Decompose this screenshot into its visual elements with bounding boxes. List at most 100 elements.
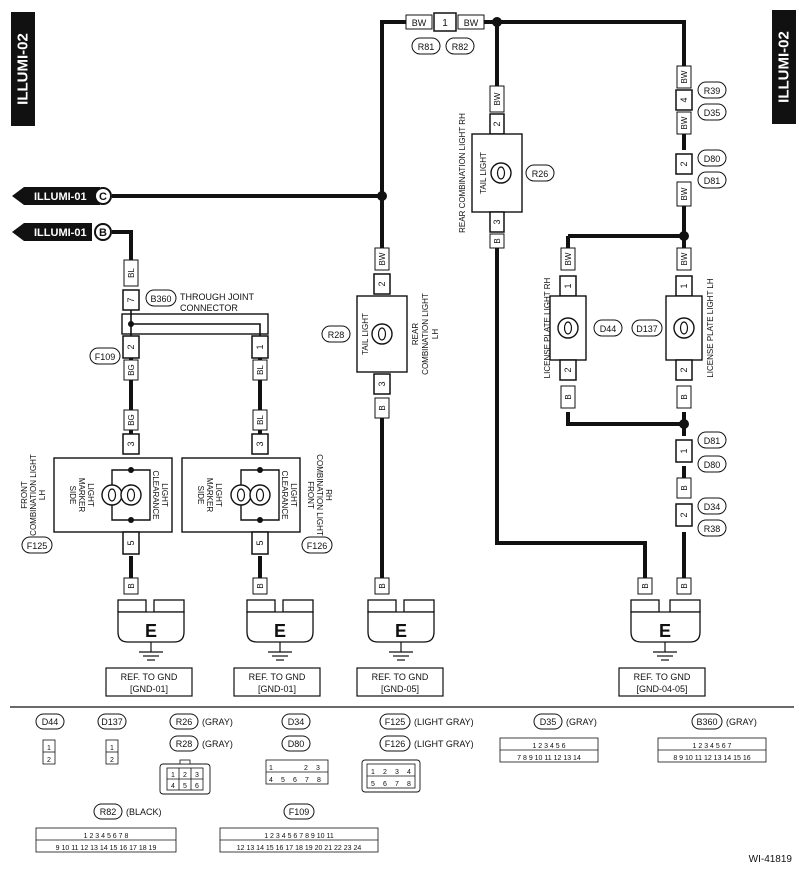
svg-text:2: 2 (110, 757, 114, 764)
d137-label: D137 (636, 324, 658, 334)
page-tag-left: ILLUMI-02 (11, 12, 35, 126)
svg-text:2: 2 (679, 367, 689, 372)
svg-text:REF. TO GND: REF. TO GND (372, 672, 429, 682)
svg-text:LH: LH (431, 329, 440, 339)
f109-label: F109 (95, 352, 116, 362)
ref-gnd-2[interactable]: REF. TO GND [GND-01] (233, 667, 321, 697)
legend-r26-r28: R26 (GRAY) R28 (GRAY) 1 2 3 4 5 6 (159, 713, 233, 795)
svg-text:4: 4 (407, 769, 411, 776)
page-tag-right: ILLUMI-02 (772, 10, 796, 124)
legend-f125-f126: F125 (LIGHT GRAY) F126 (LIGHT GRAY) 1 2 … (361, 713, 474, 793)
svg-text:BW: BW (378, 252, 387, 265)
svg-text:R26: R26 (176, 717, 193, 727)
wire-b-feed (112, 230, 133, 260)
svg-text:B: B (680, 394, 689, 399)
d34-label: D34 (704, 502, 721, 512)
svg-text:FRONT: FRONT (306, 481, 315, 509)
svg-text:BL: BL (256, 365, 265, 375)
svg-text:4: 4 (171, 783, 175, 790)
svg-text:7 8 9 10 11 12 13 14: 7 8 9 10 11 12 13 14 (517, 755, 581, 762)
svg-text:COMBINATION LIGHT: COMBINATION LIGHT (29, 454, 38, 536)
svg-text:1: 1 (269, 765, 273, 772)
r81-label: R81 (418, 42, 435, 52)
legend-d34-d80: D34 D80 1 2 3 4 5 6 7 8 (265, 713, 329, 785)
svg-text:1: 1 (679, 283, 689, 288)
connector-r81-r82[interactable]: BW 1 BW R81 R82 (405, 12, 485, 55)
rear-combination-light-rh[interactable]: BW 2 TAIL LIGHT 3 B REAR COMBINATION LIG… (458, 85, 555, 249)
r38-label: R38 (704, 524, 721, 534)
junction-dots (377, 17, 689, 429)
svg-text:1: 1 (171, 772, 175, 779)
f126-label: F126 (307, 541, 328, 551)
svg-text:[GND-01]: [GND-01] (130, 684, 168, 694)
d44-label: D44 (600, 324, 617, 334)
ref-gnd-3[interactable]: REF. TO GND [GND-05] (356, 667, 444, 697)
svg-text:MARKER: MARKER (77, 478, 86, 512)
legend: D44 1 2 D137 1 2 R26 (GRAY) R28 (GRAY (35, 713, 767, 853)
ground-terminal-2[interactable]: E (246, 599, 314, 661)
legend-b360: B360 (GRAY) 1 2 3 4 5 6 7 8 9 10 11 12 1… (657, 713, 767, 763)
svg-text:BW: BW (564, 252, 573, 265)
svg-text:(GRAY): (GRAY) (202, 717, 233, 727)
svg-text:B: B (680, 583, 689, 588)
ref-gnd-4[interactable]: REF. TO GND [GND-04-05] (618, 667, 706, 697)
svg-text:CLEARANCE: CLEARANCE (280, 471, 289, 520)
svg-text:BL: BL (256, 415, 265, 425)
svg-text:BW: BW (680, 70, 689, 83)
svg-text:E: E (395, 621, 407, 641)
license-plate-light-lh[interactable]: BW 1 2 B LICENSE PLATE LIGHT LH D137 (631, 247, 715, 409)
svg-text:LH: LH (38, 490, 47, 500)
figure-id: WI-41819 (749, 854, 793, 865)
svg-text:3: 3 (395, 769, 399, 776)
d80-label-upper: D80 (704, 154, 721, 164)
svg-text:LIGHT: LIGHT (289, 483, 298, 507)
svg-text:B: B (564, 394, 573, 399)
svg-text:4: 4 (269, 777, 273, 784)
ref-gnd-1[interactable]: REF. TO GND [GND-01] (105, 667, 193, 697)
connector-r39-d35[interactable]: BW 4 BW R39 D35 (675, 65, 727, 135)
svg-text:REF. TO GND: REF. TO GND (634, 672, 691, 682)
r28-label: R28 (328, 330, 345, 340)
svg-text:D80: D80 (288, 739, 305, 749)
svg-text:2: 2 (679, 161, 689, 166)
connector-d34-r38[interactable]: B 2 D34 R38 (675, 477, 727, 537)
svg-text:BW: BW (680, 252, 689, 265)
input-illumi01-c[interactable]: ILLUMI-01 C (12, 187, 112, 205)
svg-text:(GRAY): (GRAY) (566, 717, 597, 727)
r26-tail-light: TAIL LIGHT (479, 152, 488, 194)
svg-text:6: 6 (293, 777, 297, 784)
connector-d81-d80-lower[interactable]: 1 D81 D80 (675, 431, 727, 473)
svg-text:(GRAY): (GRAY) (202, 739, 233, 749)
license-plate-light-rh[interactable]: BW 1 2 B LICENSE PLATE LIGHT RH D44 (543, 247, 623, 409)
svg-text:1 2 3 4 5 6 7 8 9 10 11: 1 2 3 4 5 6 7 8 9 10 11 (264, 833, 334, 840)
d81-label-lower: D81 (704, 436, 721, 446)
ground-terminal-3[interactable]: E (367, 599, 435, 661)
svg-text:4: 4 (679, 97, 689, 102)
svg-text:2: 2 (492, 121, 502, 126)
front-combination-light-lh[interactable]: BG 3 SIDE MARKER LIGHT CLEARANCE LIGHT 5… (20, 409, 173, 595)
f125-label: F125 (27, 541, 48, 551)
rear-combination-light-lh[interactable]: BW 2 TAIL LIGHT 3 B REAR COMBINATION LIG… (321, 247, 440, 419)
input-c-letter: C (99, 191, 107, 203)
svg-text:E: E (659, 621, 671, 641)
svg-text:1: 1 (371, 769, 375, 776)
d44-title: LICENSE PLATE LIGHT RH (543, 277, 552, 378)
svg-text:B: B (256, 583, 265, 588)
input-illumi01-b[interactable]: ILLUMI-01 B (12, 223, 112, 241)
svg-text:2: 2 (183, 772, 187, 779)
svg-text:[GND-04-05]: [GND-04-05] (636, 684, 687, 694)
svg-text:(BLACK): (BLACK) (126, 807, 162, 817)
ground-terminal-1[interactable]: E (117, 599, 185, 661)
connector-d80-d81-upper[interactable]: 2 BW D80 D81 (675, 149, 727, 207)
svg-text:R28: R28 (176, 739, 193, 749)
svg-text:BG: BG (127, 364, 136, 376)
through-joint-connector-b360[interactable]: BL 7 2 1 B360 THROUGH JOINT CONNECTOR F1… (89, 259, 269, 381)
r82-label: R82 (452, 42, 469, 52)
legend-d35: D35 (GRAY) 1 2 3 4 5 6 7 8 9 10 11 12 13… (499, 713, 599, 763)
input-c-label: ILLUMI-01 (34, 191, 87, 203)
svg-text:D34: D34 (288, 717, 305, 727)
front-combination-light-rh[interactable]: BL 3 SIDE MARKER LIGHT CLEARANCE LIGHT 5… (181, 409, 333, 595)
ground-terminal-4[interactable]: E (630, 599, 701, 661)
svg-text:B: B (680, 485, 689, 490)
svg-text:5: 5 (126, 540, 136, 545)
